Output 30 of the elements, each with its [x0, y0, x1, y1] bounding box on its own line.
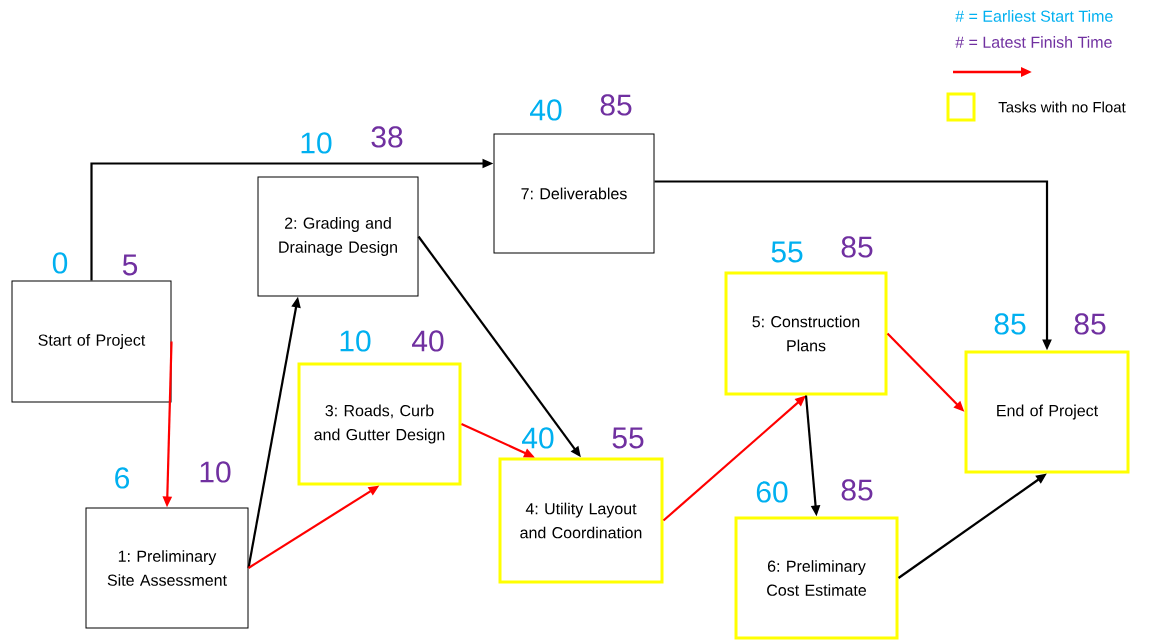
task-box: 7: Deliverables — [493, 133, 655, 254]
task-box: End of Project — [964, 350, 1130, 474]
latest-finish-time: 38 — [371, 126, 403, 148]
task-box: 6: Preliminary Cost Estimate — [734, 516, 899, 640]
earliest-start-time: 10 — [301, 132, 332, 154]
earliest-start-time: 10 — [340, 330, 371, 352]
latest-finish-time: 85 — [1074, 313, 1106, 335]
task-box: 4: Utility Layout and Coordination — [498, 457, 664, 584]
earliest-start-time: 6 — [115, 467, 130, 489]
earliest-start-time: 85 — [994, 313, 1026, 335]
task-box: 2: Grading and Drainage Design — [257, 176, 419, 297]
legend-text: Tasks with no Float — [998, 101, 1126, 113]
latest-finish-time: 85 — [600, 94, 632, 116]
task-box: 5: Construction Plans — [724, 271, 888, 396]
latest-finish-time: 55 — [612, 427, 644, 449]
latest-finish-time: 5 — [122, 254, 138, 276]
latest-finish-time: 85 — [841, 236, 873, 258]
legend-text: # = Earliest Start Time — [955, 10, 1113, 22]
earliest-start-time: 40 — [530, 99, 562, 121]
task-box: 3: Roads, Curb and Gutter Design — [297, 362, 462, 486]
earliest-start-time: 40 — [522, 427, 554, 449]
task-box: 1: Preliminary Site Assessment — [85, 507, 249, 629]
latest-finish-time: 10 — [200, 461, 231, 483]
legend-text: # = Latest Finish Time — [955, 36, 1112, 48]
latest-finish-time: 85 — [841, 479, 873, 501]
earliest-start-time: 0 — [52, 252, 68, 274]
earliest-start-time: 55 — [771, 241, 803, 263]
task-box: Start of Project — [11, 280, 172, 403]
earliest-start-time: 60 — [756, 481, 788, 503]
latest-finish-time: 40 — [412, 330, 444, 352]
